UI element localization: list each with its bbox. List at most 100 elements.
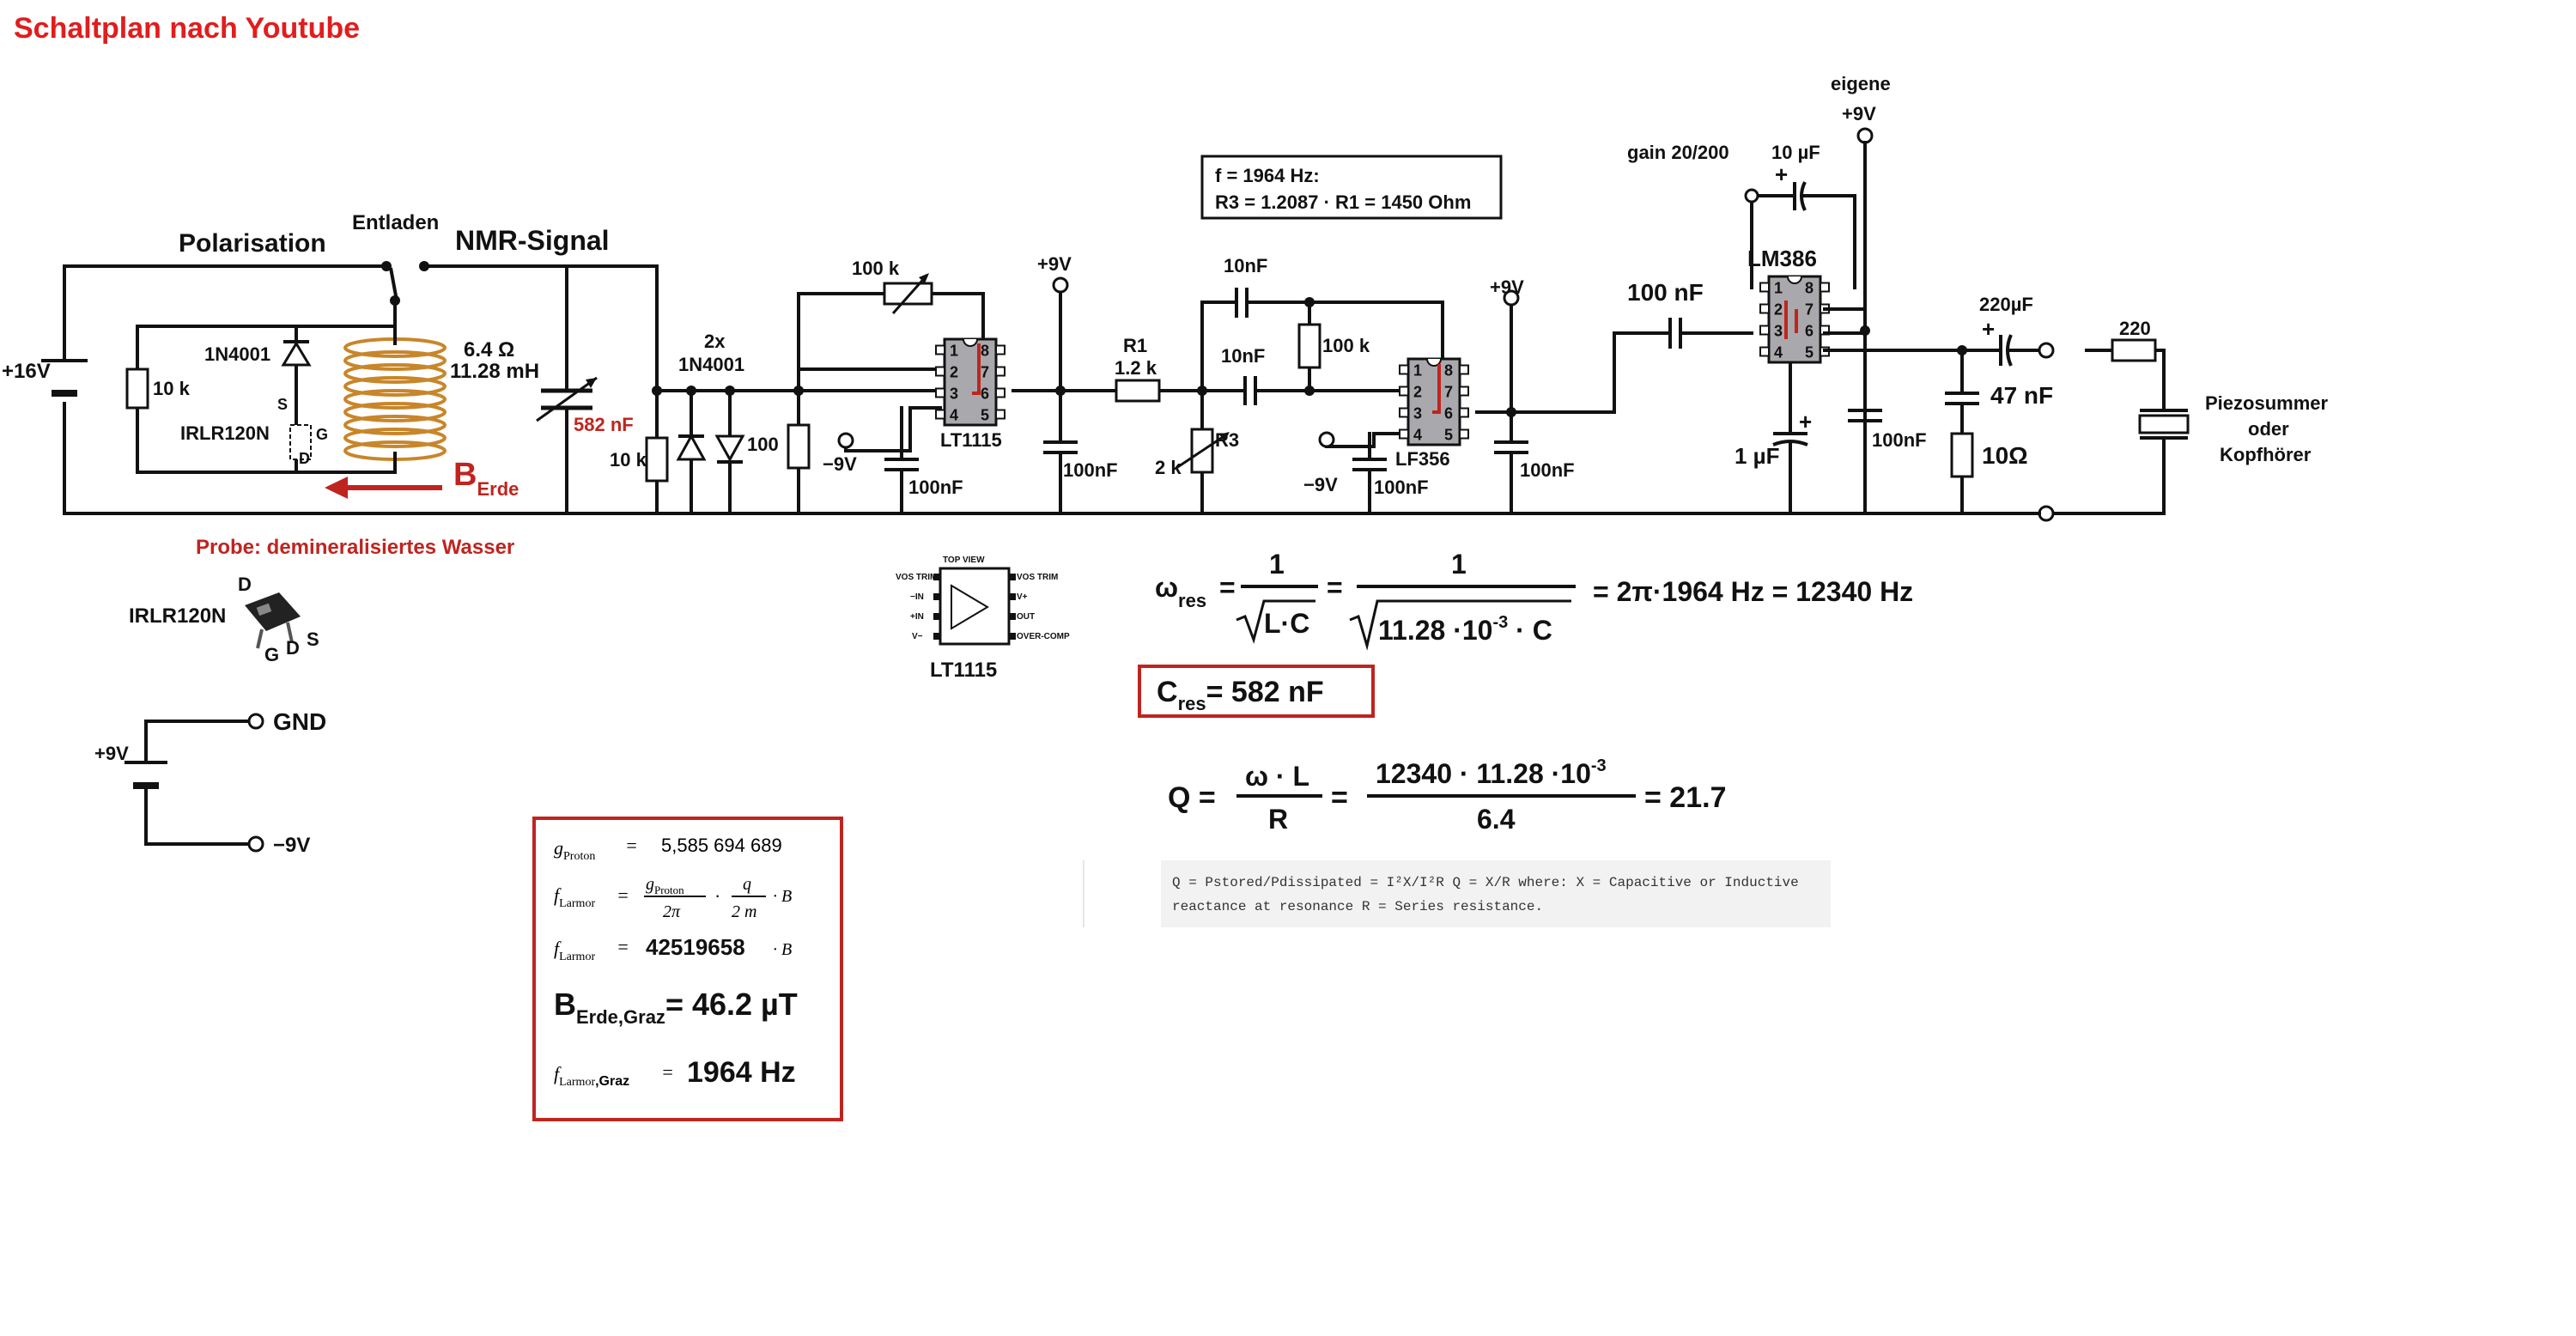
r3-label: R3	[1215, 429, 1239, 451]
b-erde-label: BErde	[453, 457, 519, 500]
coil-winding	[343, 389, 447, 410]
r3-value-label: 2 k	[1155, 457, 1182, 478]
q-num2: 12340 · 11.28 ·10-3	[1376, 756, 1607, 789]
omega-symbol: ωres	[1155, 572, 1206, 611]
q-note-line1: Q = Pstored/Pdissipated = I²X/I²R Q = X/…	[1172, 875, 1799, 890]
chip-pin	[1459, 407, 1469, 418]
frequency-box	[1200, 155, 1503, 220]
lt-pin-l4: V−	[912, 632, 923, 641]
chip-pin	[935, 344, 945, 355]
chip-pin	[995, 344, 1005, 355]
chip-pin-number: 7	[1805, 301, 1814, 319]
c100nf-big-label: 100 nF	[1627, 279, 1704, 306]
r10k-a-label: 10 k	[153, 378, 191, 399]
f-b-sym: · B	[773, 940, 792, 959]
lt-pin-r1: VOS TRIM	[1017, 573, 1058, 582]
c100nf-e-label: 100nF	[1872, 429, 1927, 451]
resonance-equation: ωres = 1 L·C = 1 11.28 ·10-3 · C = 2π·19…	[1155, 549, 1913, 651]
lt-pin-r3: OUT	[1017, 612, 1035, 622]
entladen-label: Entladen	[352, 211, 439, 234]
chip-pin	[1399, 386, 1409, 397]
supply-16v-label: +16V	[2, 360, 51, 383]
frac-num-g: gProton	[646, 875, 684, 896]
lt1115-pinout: TOP VIEW VOS TRIM −IN +IN V− VOS TRIM V+…	[896, 556, 1070, 682]
piezo-line2: oder	[2248, 418, 2289, 440]
g-proton-value: 5,585 694 689	[661, 835, 782, 856]
coil-winding	[343, 363, 447, 384]
frac-den-2pi: 2π	[663, 902, 681, 921]
mosfet-s-label: S	[277, 396, 288, 413]
r10k-b-label: 10 k	[610, 449, 647, 471]
dot1: ·	[714, 884, 720, 906]
piezo-line1: Piezosummer	[2205, 392, 2328, 414]
q-num: ω · L	[1245, 761, 1309, 792]
mosfet-g-label: G	[316, 426, 328, 443]
plus9v-b-label: +9V	[1490, 276, 1524, 298]
pkg-d-top: D	[238, 574, 252, 595]
q-den2: 6.4	[1477, 804, 1516, 835]
b-erde-graz: BErde,Graz= 46.2 µT	[554, 987, 798, 1028]
chip-pin	[1820, 282, 1830, 293]
f-larmor-graz: fLarmor,Graz	[554, 1063, 629, 1089]
omega-den: 11.28 ·10-3 · C	[1378, 613, 1552, 646]
chip-pin	[1459, 386, 1469, 397]
chip-pin	[1399, 428, 1409, 440]
chip-pin-number: 3	[1774, 323, 1783, 340]
mosfet-d-label: D	[299, 450, 310, 467]
lt-pin-l3: +IN	[910, 612, 924, 622]
chip-pin	[935, 366, 945, 377]
diodes-type-label: 1N4001	[678, 354, 744, 375]
c1uf-plus: +	[1799, 409, 1812, 434]
chip-pin-number: 4	[1774, 344, 1783, 361]
omega-result: = 2π·1964 Hz = 12340 Hz	[1593, 576, 1913, 607]
c10nf-a-label: 10nF	[1224, 255, 1267, 276]
probe-label: Probe: demineralisiertes Wasser	[196, 536, 514, 559]
omega-num2: 1	[1451, 549, 1467, 580]
omega-eq1: =	[1219, 572, 1236, 603]
f-eq-2: =	[617, 936, 629, 957]
chip-pin	[1459, 428, 1469, 440]
frac-q: q	[743, 875, 751, 894]
chip-pin	[1759, 303, 1770, 314]
pkg-d-bottom: D	[286, 637, 300, 659]
lt-pin-l1: VOS TRIM	[896, 573, 937, 582]
irlr120n-package: IRLR120N D G D S	[129, 574, 319, 665]
lm386-label: LM386	[1747, 246, 1817, 271]
chip-pin	[1759, 325, 1770, 336]
chip-pin-number: 2	[950, 364, 958, 381]
filter-stage-lf356: R1 1.2 k R3 2 k 10nF 100 k 10nF −9V 100n…	[1059, 155, 1575, 515]
polarisation-stage: Polarisation Entladen NMR-Signal +16V 10…	[2, 211, 2097, 559]
piezo-line3: Kopfhörer	[2220, 444, 2312, 465]
c1uf-label: 1 µF	[1735, 443, 1780, 469]
chip-pin	[1759, 282, 1770, 293]
chip-pin-number: 3	[1413, 405, 1422, 422]
chip-pin	[995, 409, 1005, 420]
coil-winding	[343, 350, 447, 371]
r1-value-label: 1.2 k	[1115, 357, 1157, 379]
cres-box: Cres= 582 nF	[1138, 665, 1375, 718]
c220uf-label: 220µF	[1979, 294, 2033, 315]
dual-supply-9v: GND +9V −9V	[94, 708, 326, 857]
chip-pin-number: 7	[981, 364, 989, 381]
c100nf-b-label: 100nF	[1063, 459, 1118, 481]
chip-pin-number: 6	[1805, 323, 1814, 340]
cres-text: Cres= 582 nF	[1157, 676, 1324, 714]
coil-winding	[343, 415, 447, 435]
chip-body	[943, 337, 998, 427]
chip-pin-number: 4	[950, 407, 958, 424]
lt-pin-r2: V+	[1017, 592, 1028, 602]
chip-pin-number: 8	[981, 343, 989, 360]
chip-pin-number: 5	[1444, 427, 1453, 444]
cap-582nf-label: 582 nF	[574, 414, 634, 435]
chip-pin	[1459, 364, 1469, 375]
f-larmor-label: fLarmor	[554, 884, 595, 910]
chip-pin-number: 2	[1774, 301, 1783, 319]
g-proton-label: gProton	[554, 837, 595, 863]
nmr-coil	[343, 337, 447, 461]
irlr-pkg-label: IRLR120N	[129, 604, 226, 628]
chip-pin-number: 7	[1444, 384, 1453, 401]
lt-pin-l2: −IN	[910, 592, 924, 602]
c100nf-d-label: 100nF	[1520, 459, 1575, 481]
polarisation-label: Polarisation	[179, 229, 326, 258]
